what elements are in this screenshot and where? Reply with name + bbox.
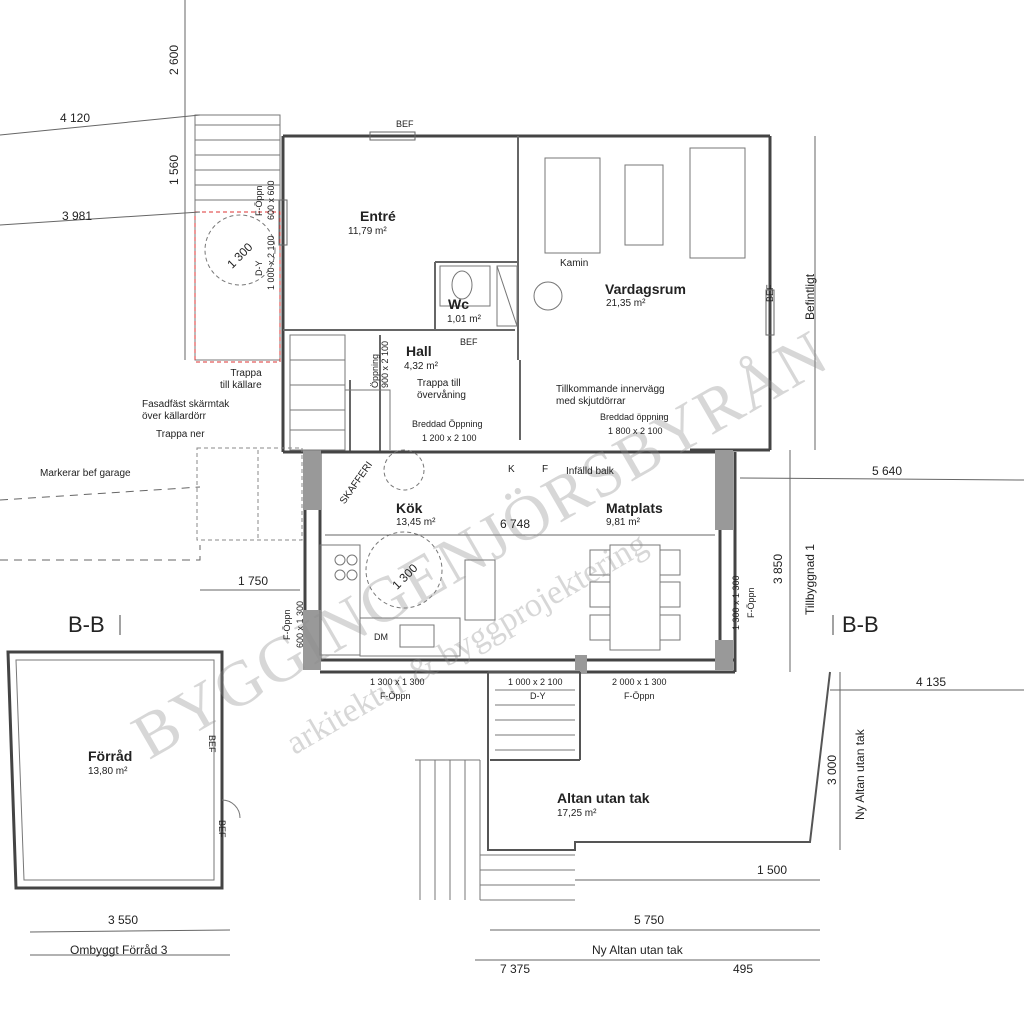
dim-7375: 7 375 [500,962,531,976]
label-k: K [508,464,515,475]
dim-2600: 2 600 [167,44,181,75]
label-breddad1-title: Breddad Öppning [412,419,483,429]
section-marker-right: B-B [842,612,879,637]
altan-stairs [415,689,575,901]
win-right-bottom-size: 2 000 x 1 300 [612,677,667,687]
room-matplats-name: Matplats [606,500,663,516]
wc-fixtures [439,265,518,327]
label-trappa-overvaning: Trappa till övervåning [417,378,466,401]
interior-walls [283,136,521,452]
room-forrad-area: 13,80 m² [88,766,128,777]
dim-1560: 1 560 [167,154,181,185]
basement-stair [194,114,281,363]
win-left-bottom-type: F-Öppn [380,691,411,701]
room-vardagsrum-area: 21,35 m² [606,298,646,309]
room-matplats-area: 9,81 m² [606,517,640,528]
pillars [303,450,733,673]
dim-3000: 3 000 [825,754,839,785]
section-markers [119,615,834,635]
door-bottom-type: D-Y [530,691,546,701]
win-kok-side-size: 600 x 1 300 [295,600,305,648]
room-altan-area: 17,25 m² [557,808,597,819]
dim-3850: 3 850 [771,553,785,584]
section-marker-left: B-B [68,612,105,637]
windows-existing [278,131,775,336]
label-trappa-kallare: Trappa till källare [220,368,262,391]
room-hall-name: Hall [406,343,432,359]
living-room-furniture [533,147,746,311]
room-altan-name: Altan utan tak [557,790,650,806]
dimension-lines [0,0,1024,961]
label-tillbyggnad: Tillbyggnad 1 [803,544,817,615]
label-kamin: Kamin [560,258,589,269]
stair-to-upper-floor [289,334,391,451]
label-fasad-skarmtak: Fasadfäst skärmtak över källardörr [142,399,230,422]
label-trappa-ner: Trappa ner [156,429,205,440]
room-forrad-name: Förråd [88,748,133,764]
room-vardagsrum-name: Vardagsrum [605,281,686,297]
win-right-side-size: 1 300 x 1 300 [731,575,741,630]
label-breddad2-size: 1 800 x 2 100 [608,426,663,436]
room-entre-area: 11,79 m² [348,226,387,237]
bef-top: BEF [396,119,414,129]
garage-marker-line [0,486,201,501]
room-wc-name: Wc [448,296,469,312]
label-markerar-garage: Markerar bef garage [40,468,131,479]
label-breddad1-size: 1 200 x 2 100 [422,433,477,443]
label-breddad2-title: Breddad öppning [600,412,669,422]
win-entre-size: 600 x 600 [266,180,276,220]
win-left-bottom-size: 1 300 x 1 300 [370,677,425,687]
label-ny-altan-side: Ny Altan utan tak [853,729,867,820]
win-kok-side-type: F-Öppn [282,609,292,640]
label-ny-altan-bottom: Ny Altan utan tak [592,943,683,957]
door-entre-type: D-Y [254,260,264,277]
extension-walls [303,450,737,674]
lower-stair-area [196,447,303,541]
bef-wc: BEF [460,337,478,347]
dim-1750: 1 750 [238,574,269,588]
dim-6748: 6 748 [500,517,531,531]
dim-5640: 5 640 [872,464,903,478]
room-kok-area: 13,45 m² [396,517,436,528]
bef-forrad-1: BEF [207,735,217,753]
dim-4135: 4 135 [916,675,947,689]
room-wc-area: 1,01 m² [447,314,481,325]
label-dm: DM [374,632,388,642]
win-entre-type: F-Öppn [254,185,264,216]
forrad-building [6,650,224,890]
dim-5750: 5 750 [634,913,665,927]
label-befintligt: Befintligt [803,273,817,320]
altan-deck [487,671,831,851]
room-entre-name: Entré [360,208,396,224]
dining-table [589,544,681,651]
bef-forrad-2: BEF [217,820,227,838]
label-f: F [542,464,549,475]
label-ombyggt-forrad: Ombyggt Förråd 3 [70,943,168,957]
room-kok-name: Kök [396,500,423,516]
label-oppning-hall: Öppning 900 x 2 100 [370,340,391,388]
door-entre-size: 1 000 x 2 100 [266,235,276,290]
kitchen-counters [319,449,496,657]
dim-4120: 4 120 [60,111,91,125]
label-tillkommande: Tillkommande innervägg med skjutdörrar [556,384,665,407]
win-right-bottom-type: F-Öppn [624,691,655,701]
dim-3550: 3 550 [108,913,139,927]
label-infalld-balk: Infälld balk [566,466,614,477]
existing-house-walls [281,134,772,454]
door-bottom-size: 1 000 x 2 100 [508,677,563,687]
win-right-side-type: F-Öppn [746,587,756,618]
bef-right: BEF [765,284,775,302]
dim-1500: 1 500 [757,863,788,877]
room-hall-area: 4,32 m² [404,361,438,372]
dim-3981: 3 981 [62,209,93,223]
dim-495: 495 [733,962,754,976]
